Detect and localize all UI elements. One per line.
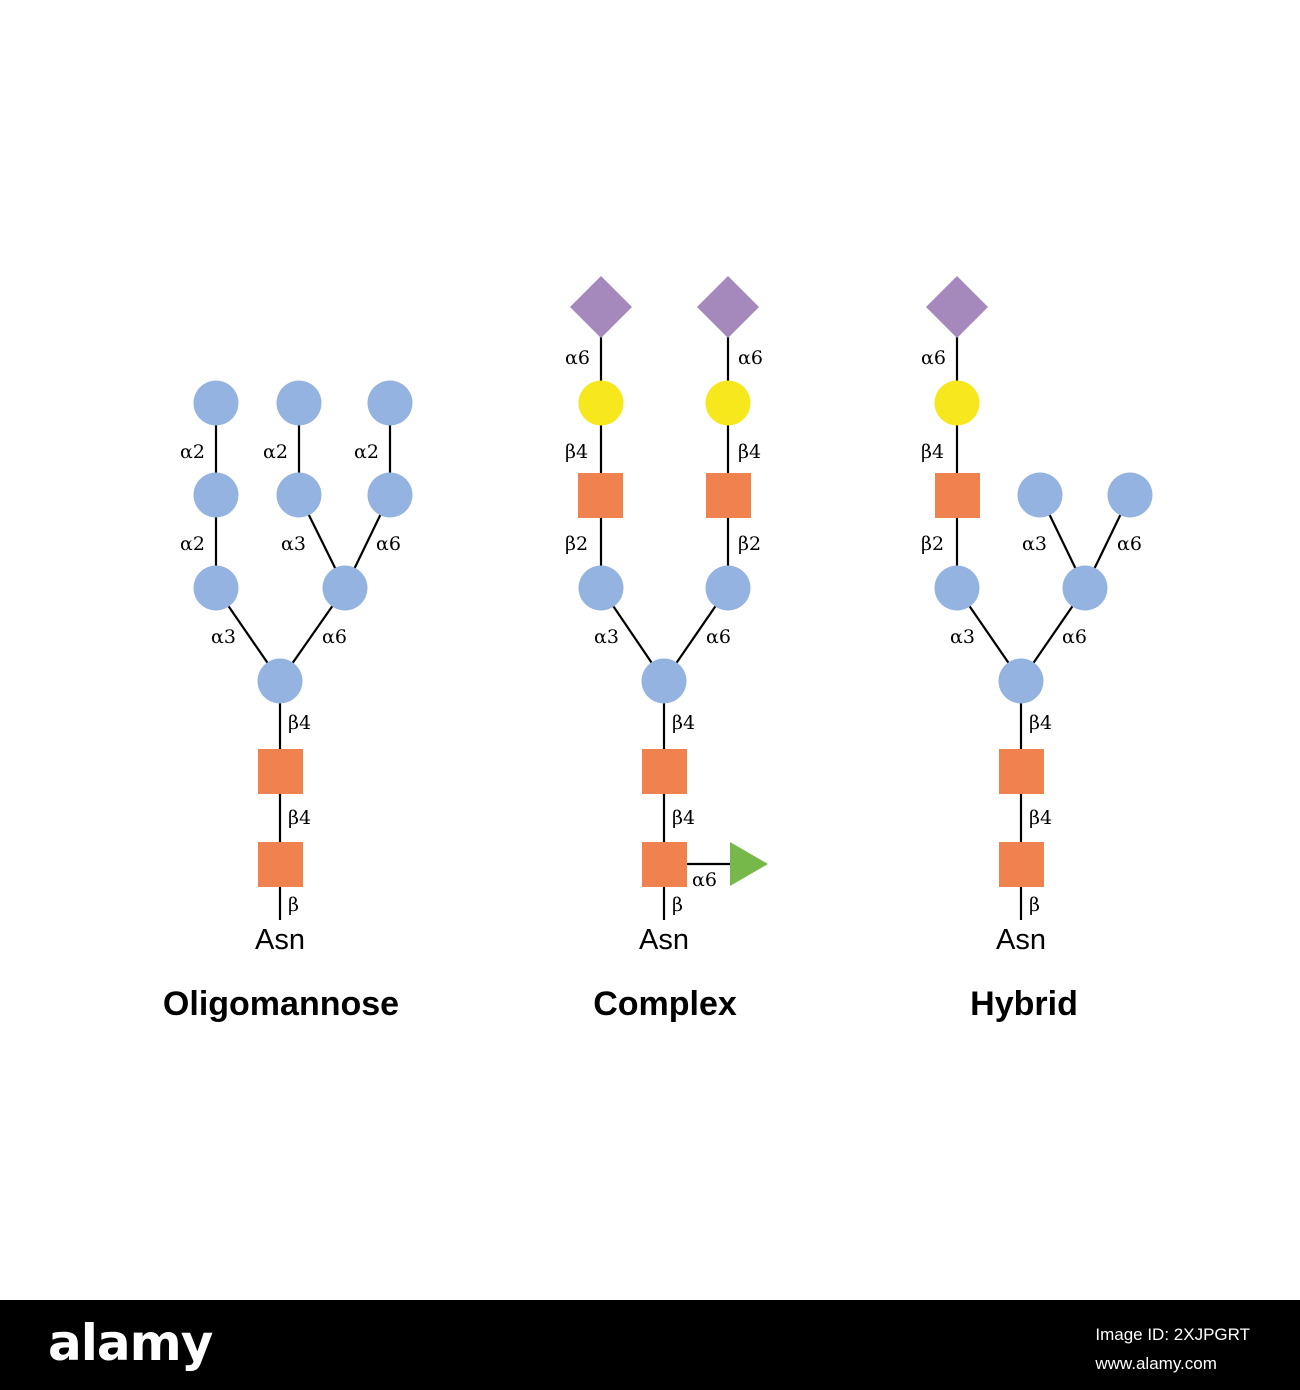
structure-title: Oligomannose bbox=[163, 985, 399, 1023]
linkage-label: β4 bbox=[1029, 807, 1052, 829]
mannose-icon bbox=[257, 658, 303, 704]
linkage-label: α6 bbox=[738, 347, 763, 369]
linkage-label: β4 bbox=[1029, 712, 1052, 734]
linkage-label: β4 bbox=[738, 441, 761, 463]
linkage-label: α6 bbox=[376, 533, 401, 555]
oligomannose-structure: α2 α2 α2 α2 α3 α6 α3 α6 β4 β4 β Asn Olig… bbox=[163, 380, 413, 1023]
linkage-label: β bbox=[1029, 894, 1040, 916]
linkage-label: α3 bbox=[211, 626, 236, 648]
galactose-icon bbox=[705, 380, 751, 426]
linkage-label: β4 bbox=[288, 807, 311, 829]
sialic-acid-icon bbox=[926, 276, 988, 338]
linkage-label: β4 bbox=[565, 441, 588, 463]
asn-label: Asn bbox=[996, 924, 1046, 956]
sialic-acid-icon bbox=[570, 276, 632, 338]
linkage-label: β4 bbox=[672, 712, 695, 734]
linkage-label: α3 bbox=[1022, 533, 1047, 555]
linkage-label: α6 bbox=[1117, 533, 1142, 555]
image-info: Image ID: 2XJPGRT www.alamy.com bbox=[1095, 1320, 1250, 1378]
mannose-icon bbox=[193, 380, 239, 426]
mannose-icon bbox=[276, 380, 322, 426]
glcnac-icon bbox=[999, 749, 1044, 794]
site-url: www.alamy.com bbox=[1095, 1354, 1217, 1373]
glcnac-icon bbox=[642, 749, 687, 794]
glcnac-icon bbox=[935, 473, 980, 518]
structure-title: Hybrid bbox=[970, 985, 1078, 1023]
mannose-icon bbox=[367, 472, 413, 518]
glcnac-icon bbox=[578, 473, 623, 518]
linkage-label: α2 bbox=[263, 441, 288, 463]
linkage-label: β2 bbox=[565, 533, 588, 555]
fucose-icon bbox=[730, 842, 768, 886]
glycan-diagram: α2 α2 α2 α2 α3 α6 α3 α6 β4 β4 β Asn Olig… bbox=[163, 276, 1153, 1023]
glcnac-icon bbox=[706, 473, 751, 518]
mannose-icon bbox=[1107, 472, 1153, 518]
galactose-icon bbox=[578, 380, 624, 426]
glcnac-icon bbox=[999, 842, 1044, 887]
linkage-label: α3 bbox=[281, 533, 306, 555]
linkage-label: α6 bbox=[1062, 626, 1087, 648]
glcnac-icon bbox=[642, 842, 687, 887]
linkage-label: α6 bbox=[565, 347, 590, 369]
galactose-icon bbox=[934, 380, 980, 426]
linkage-label: α6 bbox=[921, 347, 946, 369]
glcnac-icon bbox=[258, 749, 303, 794]
linkage-label: β2 bbox=[738, 533, 761, 555]
mannose-icon bbox=[705, 565, 751, 611]
linkage-label: α3 bbox=[950, 626, 975, 648]
mannose-icon bbox=[1062, 565, 1108, 611]
mannose-icon bbox=[998, 658, 1044, 704]
brand-logo: alamy bbox=[48, 1314, 213, 1372]
linkage-label: β4 bbox=[921, 441, 944, 463]
linkage-label: α2 bbox=[354, 441, 379, 463]
mannose-icon bbox=[276, 472, 322, 518]
mannose-icon bbox=[367, 380, 413, 426]
asn-label: Asn bbox=[639, 924, 689, 956]
mannose-icon bbox=[1017, 472, 1063, 518]
sialic-acid-icon bbox=[697, 276, 759, 338]
linkage-label: α6 bbox=[692, 869, 717, 891]
mannose-icon bbox=[193, 565, 239, 611]
linkage-label: α2 bbox=[180, 533, 205, 555]
linkage-label: α6 bbox=[706, 626, 731, 648]
linkage-label: β bbox=[672, 894, 683, 916]
linkage-label: β bbox=[288, 894, 299, 916]
linkage-label: α3 bbox=[594, 626, 619, 648]
glcnac-icon bbox=[258, 842, 303, 887]
linkage-label: β2 bbox=[921, 533, 944, 555]
structure-title: Complex bbox=[593, 985, 737, 1023]
asn-label: Asn bbox=[255, 924, 305, 956]
mannose-icon bbox=[934, 565, 980, 611]
complex-structure: α6 α6 β4 β4 β2 β2 α3 α6 β4 β4 α6 β Asn C… bbox=[565, 276, 768, 1023]
mannose-icon bbox=[193, 472, 239, 518]
hybrid-structure: α6 β4 β2 α3 α6 α3 α6 β4 β4 β Asn Hybrid bbox=[921, 276, 1153, 1023]
linkage-label: α2 bbox=[180, 441, 205, 463]
image-id: Image ID: 2XJPGRT bbox=[1095, 1325, 1250, 1344]
watermark-footer: alamy Image ID: 2XJPGRT www.alamy.com bbox=[0, 1300, 1300, 1390]
linkage-label: β4 bbox=[672, 807, 695, 829]
mannose-icon bbox=[641, 658, 687, 704]
linkage-label: β4 bbox=[288, 712, 311, 734]
mannose-icon bbox=[578, 565, 624, 611]
mannose-icon bbox=[322, 565, 368, 611]
linkage-label: α6 bbox=[322, 626, 347, 648]
